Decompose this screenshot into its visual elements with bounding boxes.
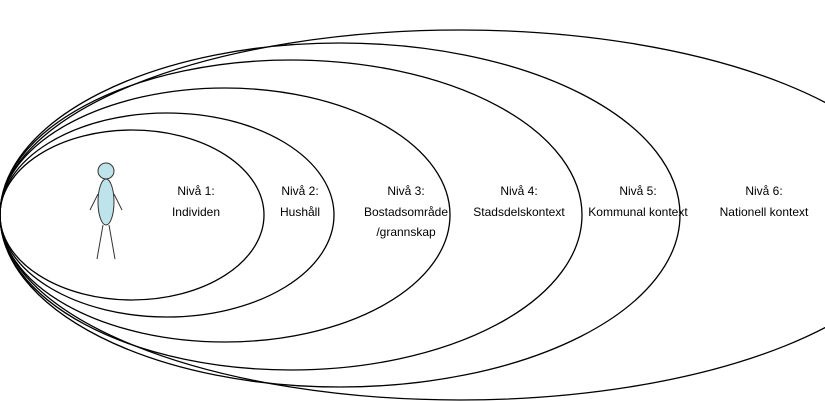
level-2-heading: Nivå 2:	[281, 184, 318, 198]
level-2-name: Hushåll	[280, 205, 320, 219]
level-6-heading: Nivå 6:	[745, 184, 782, 198]
person-icon	[89, 162, 123, 260]
level-4-ring	[0, 59, 583, 371]
person-right-leg	[108, 224, 116, 260]
level-4-heading: Nivå 4:	[500, 184, 537, 198]
level-3-name-line-2: /grannskap	[376, 225, 436, 239]
level-5-heading: Nivå 5:	[619, 184, 656, 198]
person-left-arm	[89, 193, 99, 211]
level-5-ring	[0, 42, 681, 388]
level-6-ring	[0, 29, 825, 401]
level-5-name: Kommunal kontext	[588, 205, 688, 219]
level-1-ring	[0, 129, 265, 301]
person-head	[97, 162, 115, 180]
level-1-heading: Nivå 1:	[177, 184, 214, 198]
level-4-name: Stadsdelskontext	[473, 205, 565, 219]
level-3-heading: Nivå 3:	[387, 184, 424, 198]
person-body	[97, 178, 115, 226]
level-2-ring	[0, 112, 335, 318]
person-right-arm	[113, 193, 123, 211]
level-1-name: Individen	[172, 205, 220, 219]
person-left-leg	[96, 224, 104, 260]
level-3-ring	[0, 87, 451, 343]
level-3-name: Bostadsområde	[364, 205, 448, 219]
level-6-name: Nationell kontext	[720, 205, 809, 219]
